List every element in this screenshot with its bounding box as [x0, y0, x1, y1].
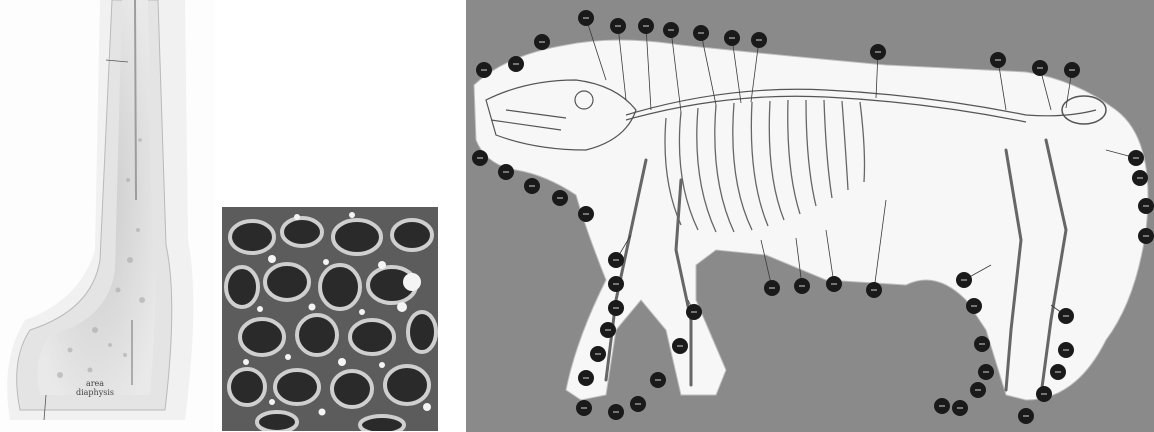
- pig-skeleton-illustration: [466, 0, 1154, 432]
- trabecular-micrograph: [222, 207, 438, 431]
- bone-label-diaphysis: diaphysis: [70, 388, 120, 397]
- bone-section-illustration: [0, 0, 215, 432]
- bone-section-photo: area diaphysis: [0, 0, 215, 432]
- bone-label-area: area: [80, 379, 110, 388]
- pig-skeleton-chart: [466, 0, 1154, 432]
- micrograph-illustration: [222, 207, 438, 431]
